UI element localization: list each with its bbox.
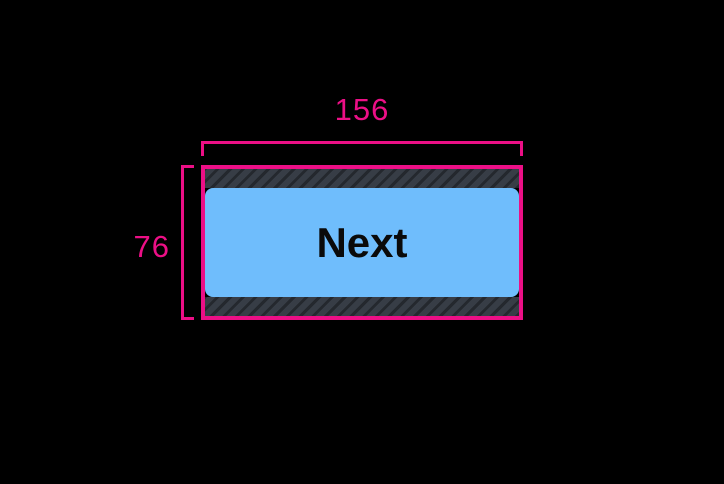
height-bracket-tick-bottom [181, 317, 194, 320]
height-bracket-tick-top [181, 165, 194, 168]
next-button-label: Next [316, 218, 408, 266]
width-bracket-bar [201, 141, 523, 144]
width-bracket-tick-left [201, 141, 204, 156]
padding-hatch-bottom [205, 297, 519, 316]
height-bracket-bar [181, 165, 184, 320]
selected-element-highlight[interactable]: Next [201, 165, 523, 320]
height-dimension-label: 76 [133, 229, 170, 264]
width-measurement-bracket [201, 141, 523, 156]
height-measurement-bracket [181, 165, 194, 320]
next-button[interactable]: Next [205, 188, 519, 297]
width-dimension-label: 156 [334, 92, 390, 127]
padding-hatch-top [205, 169, 519, 188]
width-bracket-tick-right [520, 141, 523, 156]
